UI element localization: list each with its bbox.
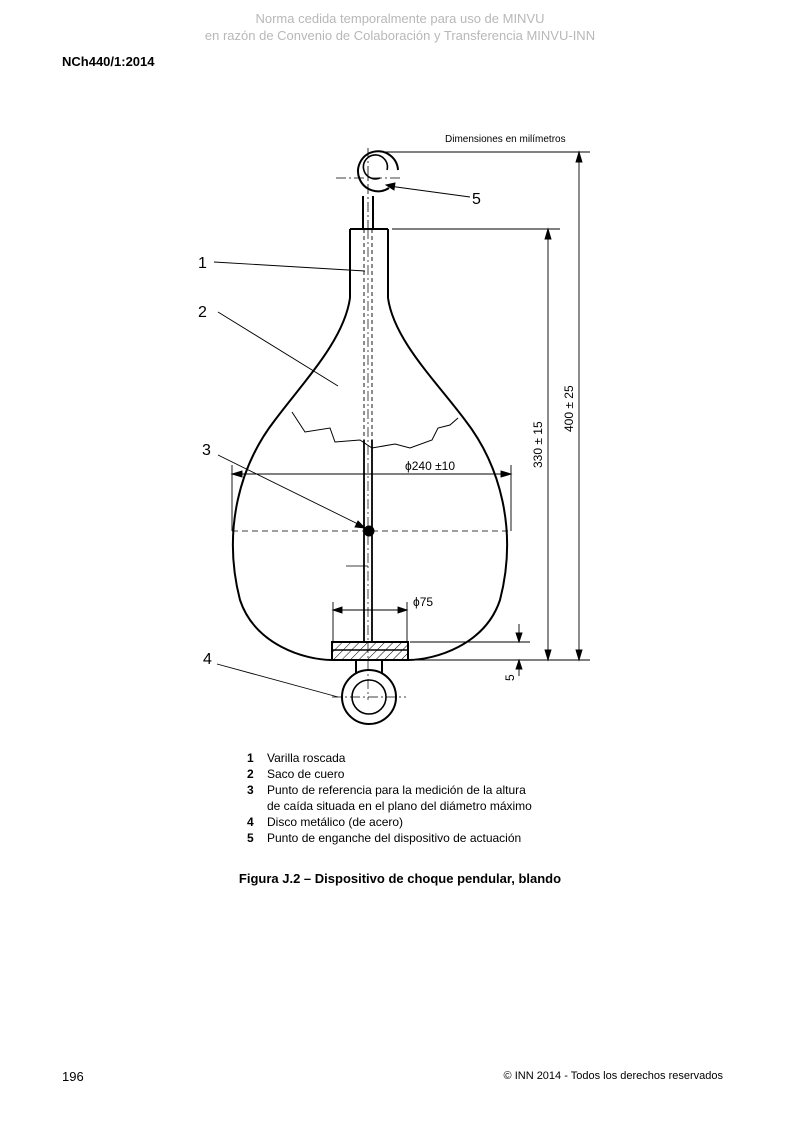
- figure-caption: Figura J.2 – Dispositivo de choque pendu…: [238, 871, 562, 886]
- neck-tube: [349, 228, 389, 298]
- height-dimensions: [380, 150, 590, 676]
- copyright-notice: © INN 2014 - Todos los derechos reservad…: [503, 1070, 723, 1082]
- bag-seam: [291, 411, 459, 449]
- diameter-240-dimension: [230, 465, 513, 531]
- document-code: NCh440/1:2014: [62, 54, 155, 69]
- legend-item-5: 5 Punto de enganche del dispositivo de a…: [247, 830, 532, 846]
- diameter-75-label: ϕ75: [413, 595, 433, 609]
- legend-item-4: 4 Disco metálico (de acero): [247, 814, 532, 830]
- steel-disc: [331, 641, 409, 661]
- dimensions-note: Dimensiones en milímetros: [445, 134, 566, 145]
- leather-bag: [231, 297, 509, 661]
- diameter-240-label: ϕ240 ±10: [405, 459, 455, 473]
- reference-point: [363, 525, 375, 537]
- height-400-label: 400 ± 25: [562, 385, 576, 432]
- legend-item-1: 1 Varilla roscada: [247, 750, 532, 766]
- legend-number: 1: [247, 751, 254, 765]
- figure-legend: 1 Varilla roscada 2 Saco de cuero 3 Punt…: [247, 750, 532, 846]
- height-330-label: 330 ± 15: [531, 421, 545, 468]
- watermark: Norma cedida temporalmente para uso de M…: [0, 10, 800, 44]
- legend-text: Saco de cuero: [267, 767, 345, 781]
- legend-item-2: 2 Saco de cuero: [247, 766, 532, 782]
- watermark-line-2: en razón de Convenio de Colaboración y T…: [204, 28, 596, 43]
- page-number: 196: [62, 1069, 84, 1084]
- legend-text: Varilla roscada: [267, 751, 346, 765]
- legend-number: 2: [247, 767, 254, 781]
- callout-4: 4: [203, 651, 212, 668]
- watermark-line-1: Norma cedida temporalmente para uso de M…: [255, 11, 545, 26]
- legend-number: 5: [247, 831, 254, 845]
- bottom-ring: [341, 660, 397, 725]
- leader-lines: [213, 182, 471, 698]
- legend-number: 3: [247, 783, 254, 797]
- top-hook: [357, 150, 399, 229]
- callout-5: 5: [472, 191, 481, 208]
- legend-text: Punto de enganche del dispositivo de act…: [267, 831, 522, 845]
- legend-text: Disco metálico (de acero): [267, 815, 404, 829]
- callout-3: 3: [202, 442, 211, 459]
- legend-number: 4: [247, 815, 254, 829]
- callout-2: 2: [198, 304, 207, 321]
- disc-thickness-label: 5: [503, 674, 517, 681]
- legend-item-3: 3 Punto de referencia para la medición d…: [247, 782, 532, 814]
- diameter-75-dimension: [331, 602, 409, 642]
- legend-text: Punto de referencia para la medición de …: [267, 783, 532, 813]
- callout-1: 1: [198, 255, 207, 272]
